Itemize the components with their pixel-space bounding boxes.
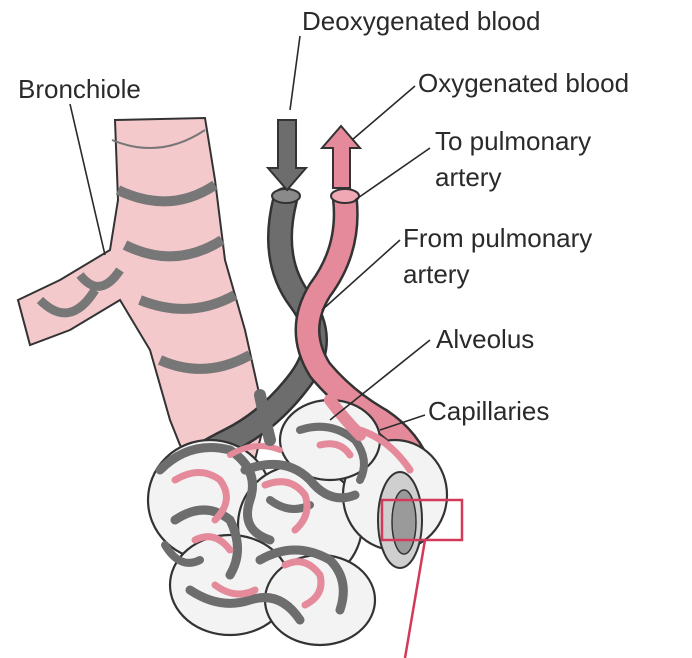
label-bronchiole: Bronchiole [18,74,141,104]
label-to-pulmonary-line1: To pulmonary [435,126,591,156]
label-deoxygenated-blood: Deoxygenated blood [302,6,541,36]
label-to-pulmonary-line2: artery [435,162,501,192]
label-from-pulmonary-line2: artery [403,259,469,289]
label-oxygenated-blood: Oxygenated blood [418,68,629,98]
label-from-pulmonary-line1: From pulmonary [403,223,592,253]
label-alveolus: Alveolus [436,324,534,354]
down-arrow-icon [268,120,306,190]
label-capillaries: Capillaries [428,396,549,426]
bronchiole-tube [18,118,265,470]
up-arrow-icon [322,126,360,188]
